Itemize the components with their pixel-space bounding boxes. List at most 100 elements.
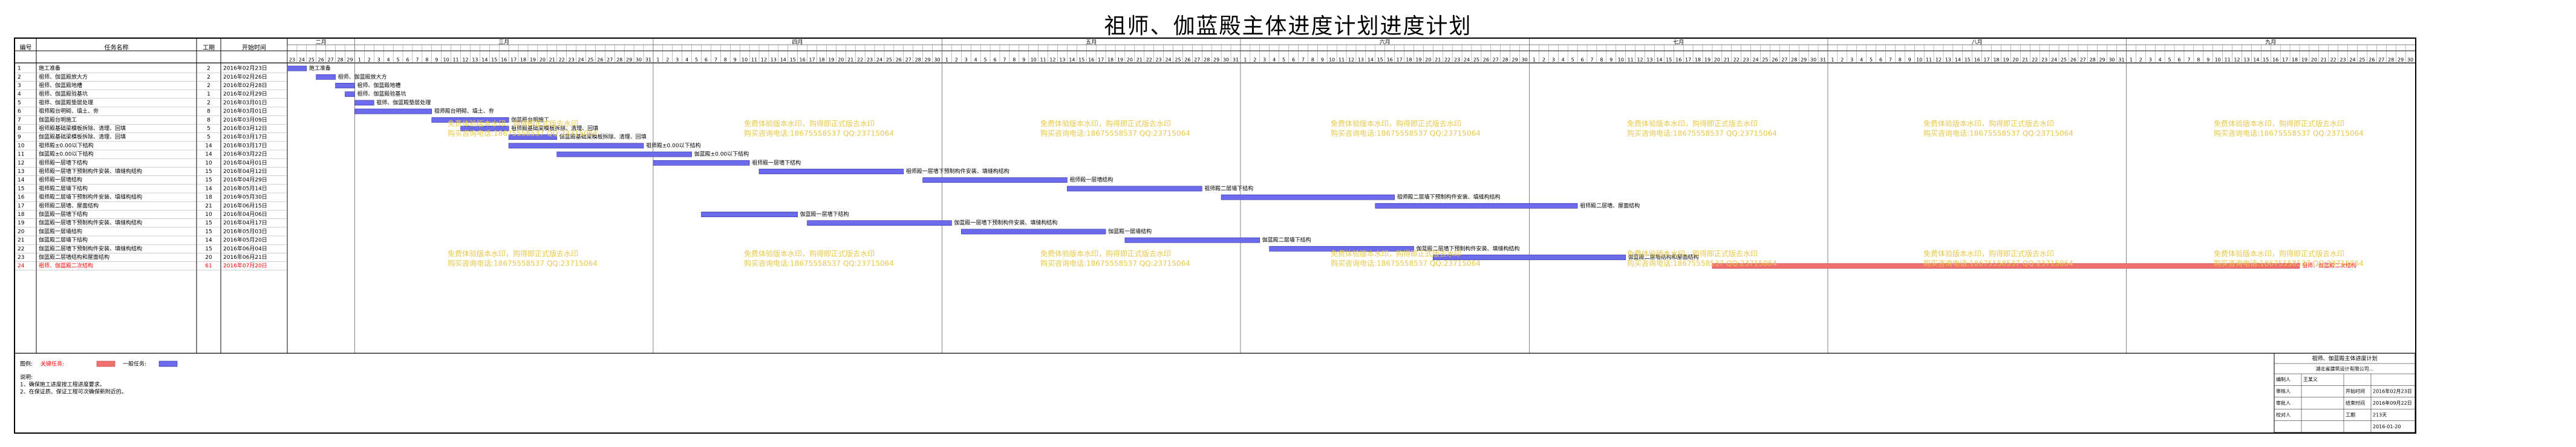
day-tick-label: 28 bbox=[915, 57, 921, 63]
gantt-bar bbox=[508, 134, 558, 140]
day-tick-label: 5 bbox=[1571, 57, 1574, 63]
task-id: 2 bbox=[18, 74, 21, 80]
day-tick-label: 7 bbox=[1003, 57, 1006, 63]
task-duration: 15 bbox=[205, 220, 212, 226]
day-tick-label: 29 bbox=[1801, 57, 1807, 63]
day-tick-label: 24 bbox=[1464, 57, 1470, 63]
task-duration: 8 bbox=[207, 117, 210, 123]
day-tick-label: 19 bbox=[1415, 57, 1421, 63]
day-tick-label: 3 bbox=[965, 57, 968, 63]
day-tick-label: 20 bbox=[2311, 57, 2317, 63]
task-id: 21 bbox=[18, 238, 24, 244]
info-cell: 审核人 bbox=[2276, 388, 2291, 394]
gantt-bar-label: 祖师、伽蓝殿二次结构 bbox=[2302, 262, 2356, 269]
watermark-text: 免费体验版本水印，购得即正式版去水印 bbox=[2214, 249, 2344, 258]
day-tick-label: 26 bbox=[1772, 57, 1778, 63]
info-cell: 2016年09月22日 bbox=[2373, 400, 2412, 406]
day-tick-label: 23 bbox=[1454, 57, 1460, 63]
task-id: 7 bbox=[18, 117, 21, 123]
day-tick-label: 6 bbox=[2177, 57, 2180, 63]
task-name: 祖师殿二层墙下结构 bbox=[39, 184, 88, 192]
task-id: 9 bbox=[18, 134, 21, 140]
day-tick-label: 19 bbox=[1704, 57, 1710, 63]
day-tick-label: 18 bbox=[1107, 57, 1114, 63]
day-tick-label: 6 bbox=[1292, 57, 1295, 63]
day-tick-label: 20 bbox=[838, 57, 844, 63]
day-tick-label: 28 bbox=[616, 57, 622, 63]
gantt-bar bbox=[345, 91, 355, 97]
day-tick-label: 6 bbox=[1879, 57, 1882, 63]
task-start: 2016年06月21日 bbox=[223, 253, 267, 261]
day-tick-label: 16 bbox=[800, 57, 806, 63]
day-tick-label: 29 bbox=[1512, 57, 1518, 63]
day-tick-label: 16 bbox=[2272, 57, 2278, 63]
task-duration: 15 bbox=[205, 229, 212, 235]
day-tick-label: 5 bbox=[1870, 57, 1873, 63]
day-tick-label: 4 bbox=[1273, 57, 1276, 63]
day-tick-label: 9 bbox=[1908, 57, 1911, 63]
day-tick-label: 27 bbox=[328, 57, 334, 63]
day-tick-label: 4 bbox=[2159, 57, 2162, 63]
day-tick-label: 20 bbox=[1425, 57, 1431, 63]
task-id: 1 bbox=[18, 66, 21, 72]
task-name: 祖师、伽蓝殿地槽 bbox=[39, 82, 82, 89]
task-name: 祖师、伽蓝殿垫层处理 bbox=[39, 99, 93, 106]
day-tick-label: 31 bbox=[2118, 57, 2124, 63]
day-tick-label: 1 bbox=[656, 57, 659, 63]
gantt-bar-label: 伽蓝殿一层墙结构 bbox=[1108, 227, 1152, 235]
day-tick-label: 22 bbox=[559, 57, 565, 63]
day-tick-label: 5 bbox=[695, 57, 698, 63]
day-tick-label: 14 bbox=[1069, 57, 1075, 63]
info-cell: 编制人 bbox=[2276, 376, 2291, 382]
day-tick-label: 25 bbox=[1175, 57, 1181, 63]
task-start: 2016年04月06日 bbox=[223, 210, 267, 218]
watermark-text: 免费体验版本水印，购得即正式版去水印 bbox=[448, 119, 578, 128]
day-tick-label: 13 bbox=[1358, 57, 1364, 63]
day-tick-label: 13 bbox=[2243, 57, 2249, 63]
gantt-bar-label: 施工准备 bbox=[309, 65, 331, 72]
day-tick-label: 16 bbox=[1974, 57, 1980, 63]
day-tick-label: 25 bbox=[1473, 57, 1479, 63]
task-id: 20 bbox=[18, 229, 25, 235]
task-duration: 2 bbox=[207, 83, 210, 89]
day-tick-label: 15 bbox=[1965, 57, 1971, 63]
task-start: 2016年04月17日 bbox=[223, 219, 267, 226]
gantt-bar bbox=[1375, 203, 1578, 209]
month-label: 五月 bbox=[1086, 39, 1097, 46]
task-duration: 15 bbox=[205, 169, 212, 175]
info-cell: 工期 bbox=[2346, 412, 2355, 417]
day-tick-label: 30 bbox=[1810, 57, 1816, 63]
day-tick-label: 30 bbox=[636, 57, 642, 63]
gantt-bar-label: 祖师殿二层墙下预制构件安装、填缝构结构 bbox=[1397, 194, 1501, 201]
gantt-bar-label: 伽蓝殿台明施工 bbox=[511, 116, 549, 123]
day-tick-label: 16 bbox=[501, 57, 507, 63]
header-no: 编号 bbox=[20, 44, 32, 51]
task-duration: 15 bbox=[205, 177, 212, 183]
info-cell: 结束时间 bbox=[2346, 400, 2365, 406]
day-tick-label: 25 bbox=[1762, 57, 1768, 63]
watermark-text: 购买咨询电话:18675558537 QQ:23715064 bbox=[1331, 259, 1481, 268]
task-id: 14 bbox=[18, 177, 25, 183]
watermark-text: 购买咨询电话:18675558537 QQ:23715064 bbox=[2214, 259, 2364, 268]
task-start: 2016年02月28日 bbox=[223, 82, 267, 89]
gantt-bar bbox=[1221, 194, 1395, 200]
day-tick-label: 28 bbox=[1502, 57, 1508, 63]
info-cell: 校对人 bbox=[2276, 411, 2291, 417]
day-tick-label: 10 bbox=[1329, 57, 1335, 63]
day-tick-label: 3 bbox=[1850, 57, 1853, 63]
watermark-text: 购买咨询电话:18675558537 QQ:23715064 bbox=[1923, 129, 2073, 138]
task-duration: 14 bbox=[205, 143, 212, 149]
day-tick-label: 13 bbox=[472, 57, 478, 63]
watermark-text: 免费体验版本水印，购得即正式版去水印 bbox=[1627, 119, 1758, 128]
day-tick-label: 26 bbox=[1483, 57, 1489, 63]
day-tick-label: 29 bbox=[626, 57, 632, 63]
gantt-bar bbox=[335, 83, 355, 88]
day-tick-label: 26 bbox=[896, 57, 902, 63]
task-id: 19 bbox=[18, 220, 25, 226]
task-start: 2016年03月22日 bbox=[223, 151, 267, 158]
day-tick-label: 5 bbox=[1282, 57, 1285, 63]
task-id: 3 bbox=[18, 83, 21, 89]
day-tick-label: 8 bbox=[2197, 57, 2200, 63]
day-tick-label: 1 bbox=[1244, 57, 1247, 63]
task-name: 伽蓝殿二层墙下结构 bbox=[39, 237, 88, 244]
